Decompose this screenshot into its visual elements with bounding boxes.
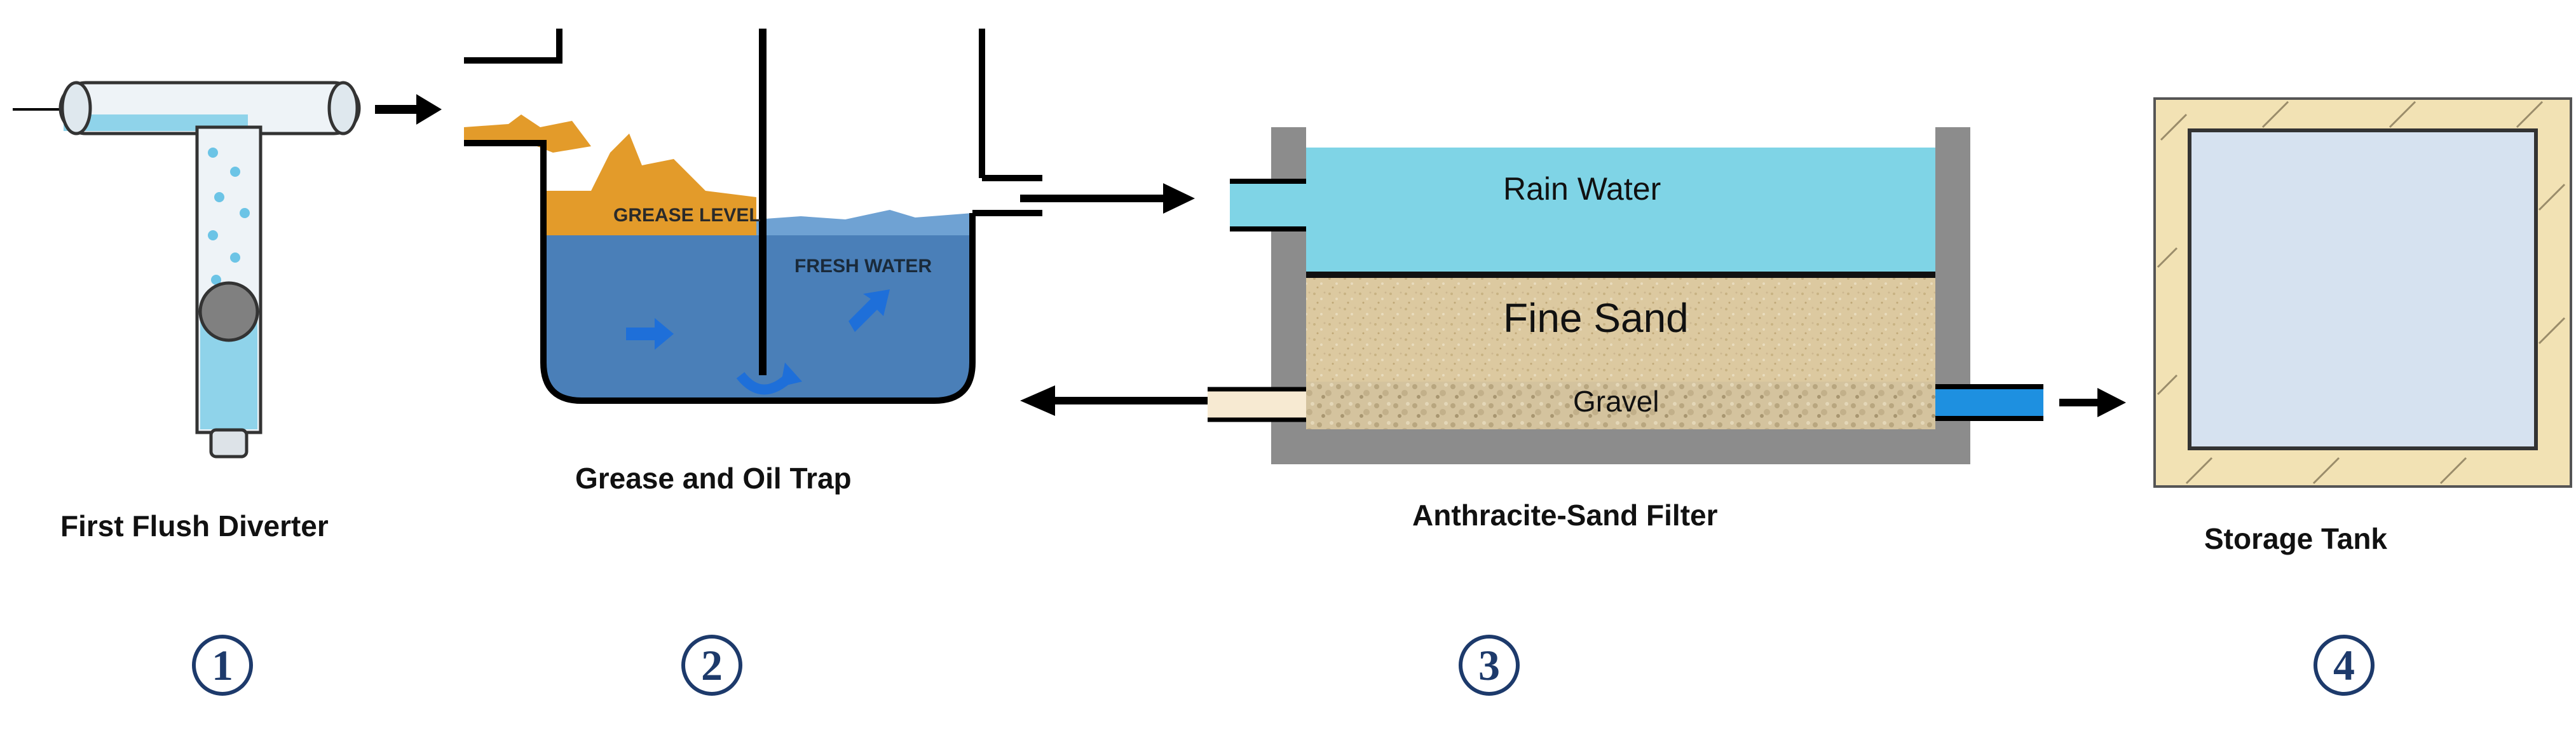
grease-inlet [464,114,591,153]
flow-arrow-in-trap [626,318,674,350]
gravel-layer [1306,382,1935,429]
water-drops [208,148,250,301]
float-ball [198,281,259,342]
caption-storage-tank: Storage Tank [2204,522,2387,555]
grease-level-label: GREASE LEVEL [613,205,761,226]
caption-grease-trap: Grease and Oil Trap [575,462,852,495]
tank-inside [2188,128,2538,450]
return-arrow-head [1020,385,1055,416]
grease-layer [543,134,756,235]
rain-water-layer [1306,148,1935,272]
fine-sand-layer [1306,278,1935,382]
flow-arrow-up [848,289,890,332]
storage-tank [2153,97,2572,488]
gravel-label: Gravel [1573,385,1659,418]
fine-sand-label: Fine Sand [1503,295,1689,341]
step-number-2: 2 [681,635,742,696]
filter-outlet [1935,387,2043,418]
caption-first-flush-diverter: First Flush Diverter [60,509,329,542]
rain-water-label: Rain Water [1503,171,1661,207]
sand-filter [1208,127,2043,464]
fresh-water-label: FRESH WATER [794,256,932,277]
grease-trap [464,29,1042,404]
flow-arrow-1-head [416,94,442,125]
first-flush-diverter [13,81,361,459]
pipe-end-right [327,81,359,135]
caption-sand-filter: Anthracite-Sand Filter [1412,499,1718,532]
step-number-1: 1 [192,635,253,696]
fresh-water-surface [756,210,972,235]
flow-arrow-2-head [1163,183,1195,214]
flow-arrow-3-head [2097,388,2126,417]
step-number-4: 4 [2314,635,2375,696]
trap-outline [540,143,976,404]
trap-water [543,235,972,401]
diverter-cap [209,428,249,459]
pipe-end-left [60,81,92,135]
step-number-3: 3 [1459,635,1520,696]
